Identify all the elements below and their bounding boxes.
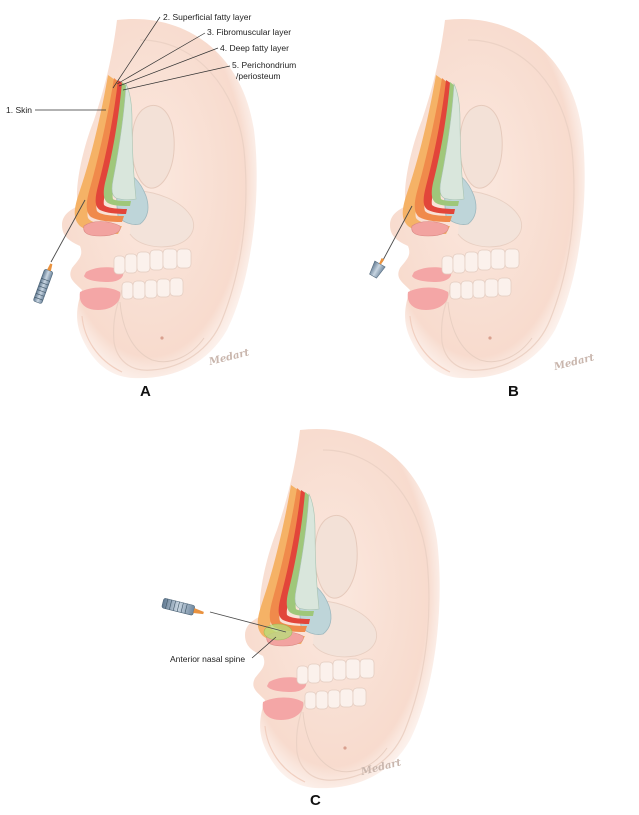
leader-anterior-nasal-spine [251, 636, 277, 659]
label-perichondrium-1: 5. Perichondrium [232, 60, 296, 70]
leader-superficial-fatty [112, 16, 161, 89]
panel-b: Medart B [369, 18, 596, 400]
label-fibromuscular: 3. Fibromuscular layer [207, 27, 291, 37]
label-superficial-fatty: 2. Superficial fatty layer [163, 12, 252, 22]
panel-a: 1. Skin 2. Superficial fatty layer 3. Fi… [6, 12, 296, 400]
signature-a: Medart [207, 347, 251, 368]
panel-letter-c: C [310, 792, 321, 809]
label-deep-fatty: 4. Deep fatty layer [220, 43, 289, 53]
leader-fibromuscular [116, 32, 206, 85]
panel-letter-b: B [508, 383, 519, 400]
label-perichondrium-2: /periosteum [236, 71, 280, 81]
cannula-b [369, 258, 386, 279]
panel-letter-a: A [140, 383, 151, 400]
leader-deep-fatty [118, 47, 219, 87]
leader-perichondrium [122, 65, 231, 91]
label-skin: 1. Skin [6, 105, 32, 115]
panel-c: Anterior nasal spine Medart C [161, 428, 441, 809]
label-anterior-nasal-spine: Anterior nasal spine [170, 654, 245, 664]
cannula-c [161, 598, 204, 616]
signature-b: Medart [552, 352, 596, 373]
anterior-nasal-spine-marker [263, 623, 293, 641]
